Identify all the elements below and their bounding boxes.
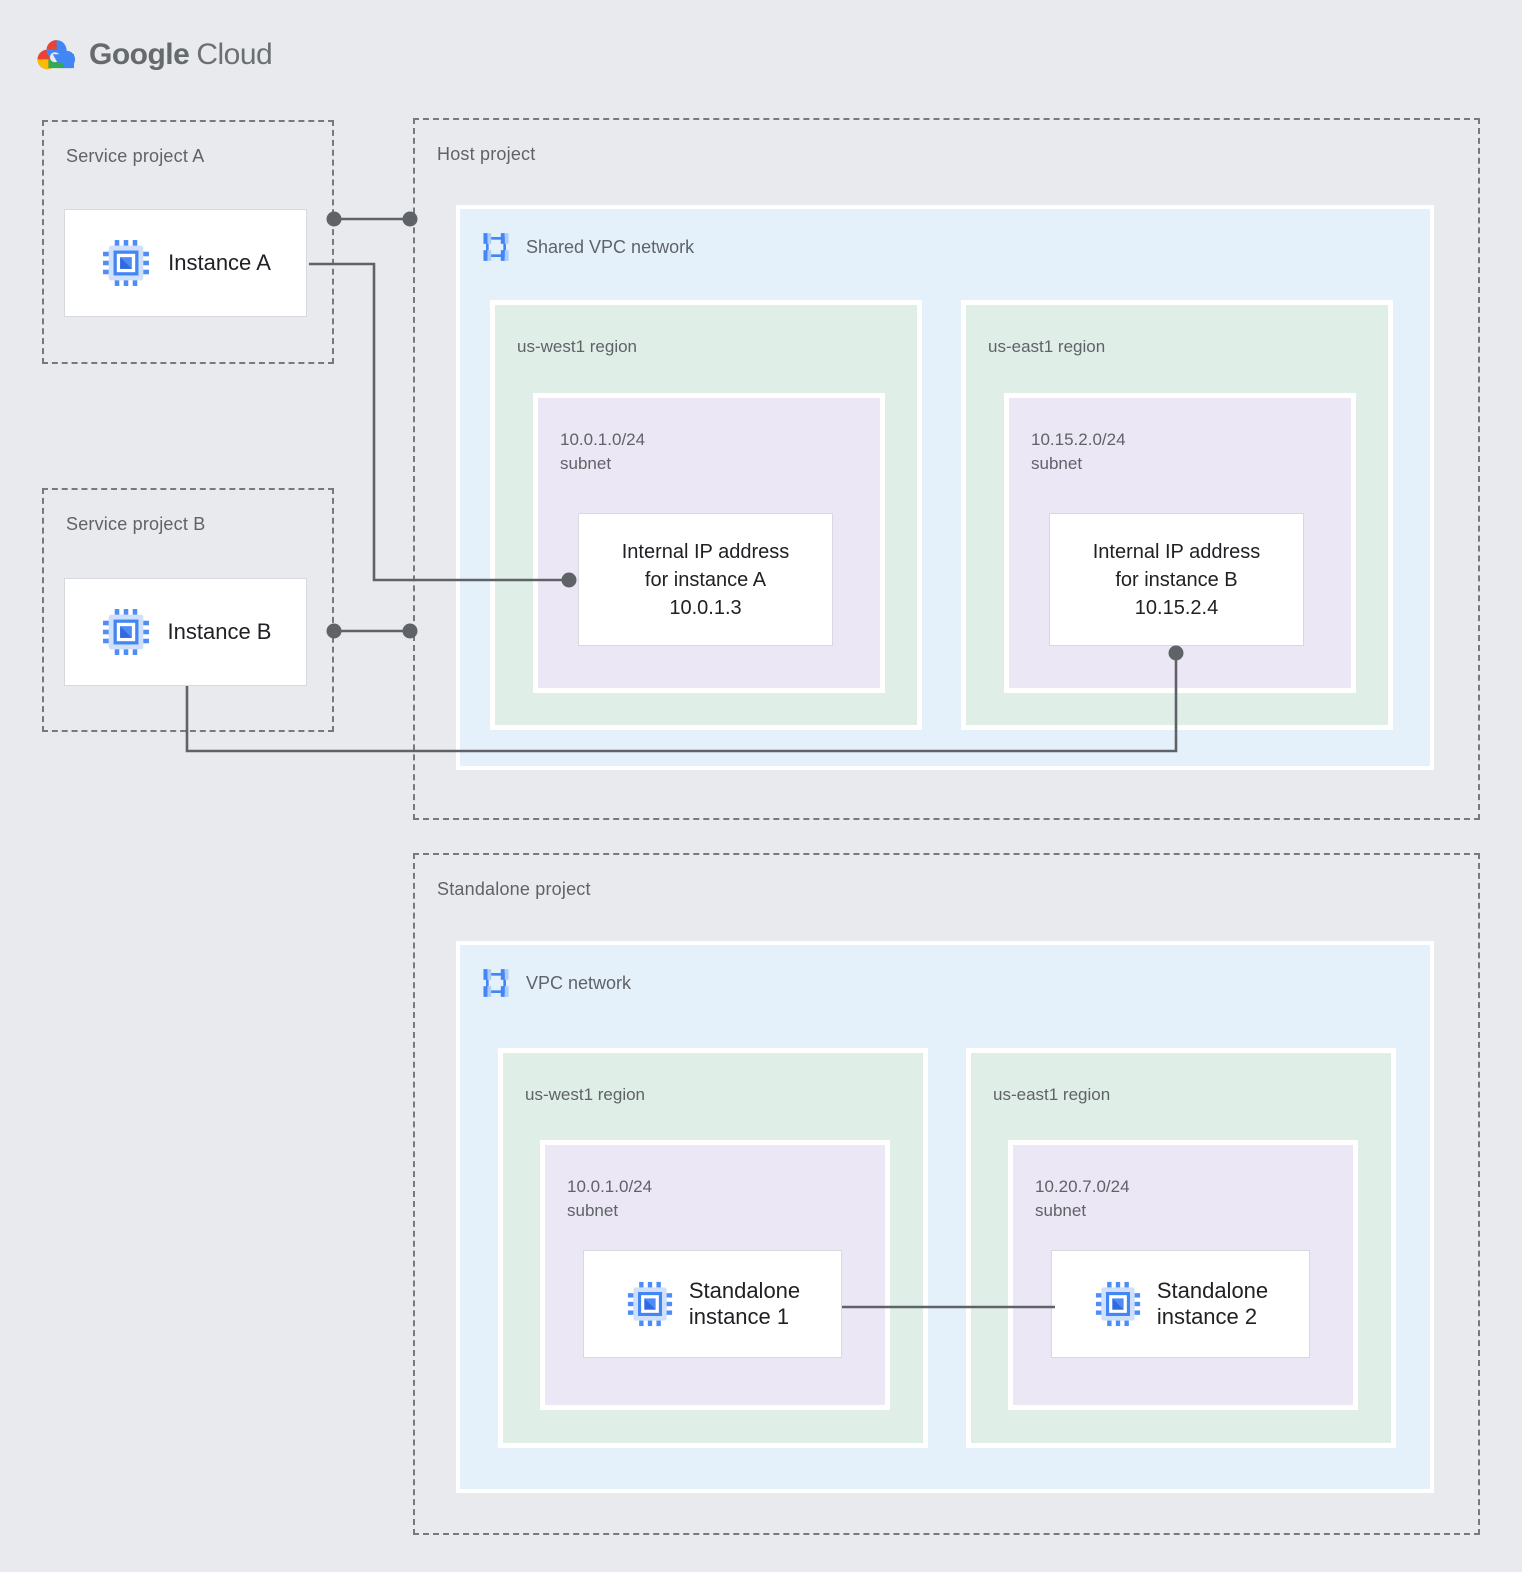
- compute-instance-icon: [627, 1281, 672, 1327]
- compute-instance-icon: [103, 240, 150, 286]
- host-subnet-us-west1: 10.0.1.0/24 subnet Internal IP address f…: [533, 393, 885, 693]
- ip-a-line1: Internal IP address: [621, 540, 790, 563]
- compute-instance-icon: [102, 609, 149, 655]
- ip-a-line3: 10.0.1.3: [669, 596, 742, 619]
- ip-b-line1: Internal IP address: [1092, 540, 1261, 563]
- subnet-cidr: 10.0.1.0/24: [560, 430, 646, 449]
- internal-ip-b-card: Internal IP address for instance B 10.15…: [1049, 513, 1304, 646]
- standalone-instance-1-line2: instance 1: [688, 1304, 790, 1329]
- service-project-b-label: Service project B: [66, 514, 206, 534]
- instance-a-label: Instance A: [168, 250, 271, 275]
- host-subnet-us-west1-label: 10.0.1.0/24 subnet: [560, 428, 645, 476]
- standalone-subnet-us-west1-label: 10.0.1.0/24 subnet: [567, 1175, 652, 1223]
- standalone-instance-2-card: Standalone instance 2: [1051, 1250, 1310, 1358]
- host-region-us-east1: us-east1 region 10.15.2.0/24 subnet Inte…: [961, 300, 1393, 730]
- vpc-network-box: VPC network us-west1 region 10.0.1.0/24 …: [456, 941, 1434, 1493]
- standalone-region-us-east1: us-east1 region 10.20.7.0/24 subnet: [966, 1048, 1396, 1448]
- host-region-us-west1-label: us-west1 region: [517, 337, 638, 356]
- host-project-box: Host project Shared VPC network us-west1…: [413, 118, 1480, 820]
- service-project-b-box: Service project B Instance B: [42, 488, 334, 732]
- instance-b-card: Instance B: [64, 578, 307, 686]
- standalone-instance-1-label: Standalone instance 1: [689, 1278, 800, 1330]
- subnet-word: subnet: [1035, 1201, 1087, 1220]
- subnet-word: subnet: [1031, 454, 1083, 473]
- standalone-subnet-us-east1: 10.20.7.0/24 subnet: [1008, 1140, 1358, 1410]
- vpc-network-icon: [483, 969, 509, 997]
- standalone-project-label: Standalone project: [437, 879, 591, 899]
- standalone-instance-2-line2: instance 2: [1156, 1304, 1258, 1329]
- host-region-us-west1: us-west1 region 10.0.1.0/24 subnet Inter…: [490, 300, 922, 730]
- standalone-instance-2-label: Standalone instance 2: [1157, 1278, 1268, 1330]
- service-project-a-label: Service project A: [66, 146, 205, 166]
- logo-google-text: Google: [89, 37, 190, 71]
- ip-a-line2: for instance A: [644, 568, 767, 591]
- standalone-region-us-west1: us-west1 region 10.0.1.0/24 subnet: [498, 1048, 928, 1448]
- standalone-instance-1-card: Standalone instance 1: [583, 1250, 842, 1358]
- subnet-cidr: 10.20.7.0/24: [1035, 1177, 1130, 1196]
- google-cloud-icon: [37, 40, 76, 70]
- compute-instance-icon: [1095, 1281, 1140, 1327]
- standalone-instance-1-line1: Standalone: [688, 1278, 801, 1303]
- subnet-word: subnet: [567, 1201, 619, 1220]
- vpc-network-label: VPC network: [526, 972, 632, 993]
- subnet-cidr: 10.0.1.0/24: [567, 1177, 653, 1196]
- host-project-label: Host project: [437, 144, 536, 164]
- standalone-region-us-west1-label: us-west1 region: [525, 1085, 646, 1104]
- vpc-network-header: VPC network: [480, 967, 631, 999]
- ip-b-line2: for instance B: [1115, 568, 1238, 591]
- instance-b-label: Instance B: [167, 619, 272, 644]
- internal-ip-a-card: Internal IP address for instance A 10.0.…: [578, 513, 833, 646]
- standalone-subnet-us-west1: 10.0.1.0/24 subnet: [540, 1140, 890, 1410]
- standalone-region-us-east1-label: us-east1 region: [993, 1085, 1111, 1104]
- shared-vpc-network-box: Shared VPC network us-west1 region 10.0.…: [456, 205, 1434, 770]
- host-subnet-us-east1: 10.15.2.0/24 subnet Internal IP address …: [1004, 393, 1356, 693]
- standalone-subnet-us-east1-label: 10.20.7.0/24 subnet: [1035, 1175, 1130, 1223]
- host-subnet-us-east1-label: 10.15.2.0/24 subnet: [1031, 428, 1126, 476]
- ip-b-line3: 10.15.2.4: [1134, 596, 1219, 619]
- vpc-network-icon: [483, 233, 509, 261]
- instance-a-card: Instance A: [64, 209, 307, 317]
- host-region-us-east1-label: us-east1 region: [988, 337, 1106, 356]
- shared-vpc-network-label: Shared VPC network: [526, 236, 695, 257]
- logo-cloud-text: Cloud: [196, 37, 273, 71]
- subnet-word: subnet: [560, 454, 612, 473]
- standalone-project-box: Standalone project VPC network us-west1 …: [413, 853, 1480, 1535]
- subnet-cidr: 10.15.2.0/24: [1031, 430, 1126, 449]
- standalone-instance-2-line1: Standalone: [1156, 1278, 1269, 1303]
- shared-vpc-network-header: Shared VPC network: [480, 231, 694, 263]
- service-project-a-box: Service project A Instance A: [42, 120, 334, 364]
